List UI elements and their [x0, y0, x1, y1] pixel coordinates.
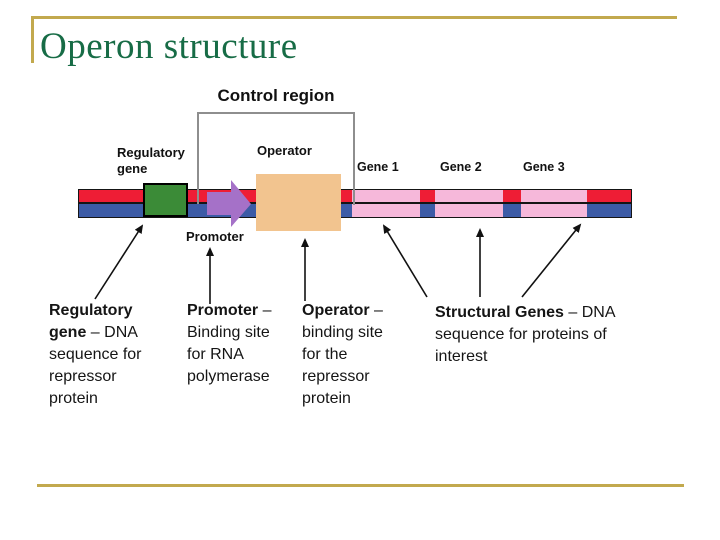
gene1-label: Gene 1 [357, 160, 399, 174]
top-accent-line [31, 16, 677, 19]
note-operator-text: – binding site for the repressor protein [302, 302, 383, 407]
operator-box [256, 174, 341, 231]
regulatory-gene-label: Regulatory gene [117, 145, 185, 176]
note-regulatory-gene-text: – DNA sequence for repressor protein [49, 324, 142, 407]
control-region-label: Control region [217, 86, 335, 105]
note-operator-term: Operator [302, 302, 370, 319]
note-operator: Operator – binding site for the represso… [302, 300, 402, 410]
note-structural-genes-text: – DNA sequence for proteins of interest [435, 304, 615, 365]
note-regulatory-gene: Regulatory gene – DNA sequence for repre… [49, 300, 153, 410]
slide-title: Operon structure [40, 26, 298, 67]
regulatory-gene-box [143, 183, 188, 217]
control-region-bracket-right [353, 112, 355, 205]
control-region-bracket-left [197, 112, 199, 204]
promoter-label: Promoter [186, 229, 244, 244]
arrow-to-gene3 [521, 223, 582, 298]
control-region-bracket-top [197, 112, 355, 114]
bottom-accent-line [37, 484, 684, 487]
note-promoter: Promoter – Binding site for RNA polymera… [187, 300, 291, 388]
note-promoter-text: – Binding site for RNA polymerase [187, 302, 272, 385]
gene2-label: Gene 2 [440, 160, 482, 174]
gene3-label: Gene 3 [523, 160, 565, 174]
note-structural-genes: Structural Genes – DNA sequence for prot… [435, 302, 615, 368]
dna-midline [78, 202, 632, 204]
note-promoter-term: Promoter [187, 302, 259, 319]
note-structural-genes-term: Structural Genes [435, 304, 564, 321]
arrow-to-regulatory-gene [94, 224, 144, 300]
operator-label: Operator [257, 143, 312, 158]
note-regulatory-gene-term: Regulatory gene [49, 302, 133, 341]
arrow-to-gene1 [382, 224, 428, 298]
top-accent-line-vertical [31, 16, 34, 63]
